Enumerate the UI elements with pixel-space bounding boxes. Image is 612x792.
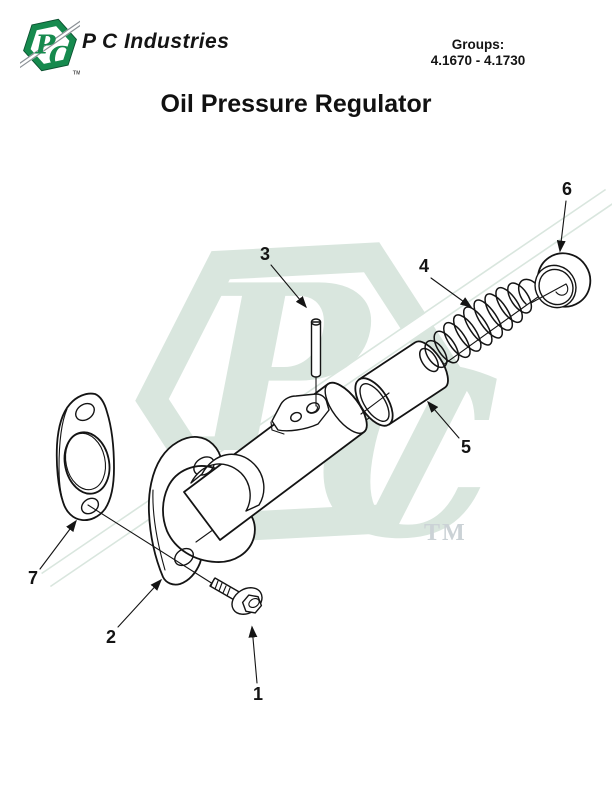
company-logo: P C TM bbox=[20, 15, 80, 75]
logo-letter-p: P bbox=[35, 29, 57, 60]
coil bbox=[424, 339, 448, 369]
callout-4: 4 bbox=[419, 256, 473, 308]
callout-label-4: 4 bbox=[419, 256, 429, 276]
plunger-face-centerline bbox=[360, 392, 390, 415]
bolt-threads bbox=[210, 578, 231, 597]
callout-arrow-2 bbox=[117, 578, 163, 628]
groups-block: Groups: 4.1670 - 4.1730 bbox=[398, 37, 558, 69]
spring-end-hook bbox=[517, 278, 537, 305]
callout-2: 2 bbox=[106, 578, 163, 647]
callout-arrow-3 bbox=[270, 264, 307, 309]
groups-value: 4.1670 - 4.1730 bbox=[430, 53, 526, 68]
thread bbox=[210, 578, 215, 587]
pin-top-face bbox=[310, 318, 322, 326]
thread bbox=[214, 580, 219, 590]
callout-label-3: 3 bbox=[260, 244, 270, 264]
watermark-stripe-edge-top bbox=[41, 188, 607, 575]
callout-label-2: 2 bbox=[106, 627, 116, 647]
coil bbox=[433, 330, 460, 364]
part-body bbox=[87, 283, 557, 586]
gasket-bottom-hole bbox=[80, 497, 100, 515]
callout-7: 7 bbox=[28, 519, 77, 588]
logo-stripe-core bbox=[20, 20, 80, 69]
cap-center-curl bbox=[555, 283, 569, 296]
gasket-thickness-edge bbox=[58, 408, 68, 512]
callout-arrow-4 bbox=[430, 277, 473, 308]
logo-stripe bbox=[20, 20, 80, 69]
body-cylinder-end-cap bbox=[324, 382, 368, 434]
logo-stripe-edge-top bbox=[20, 20, 80, 64]
coil bbox=[473, 299, 504, 339]
bolt-axis-centerline bbox=[87, 504, 214, 585]
gasket-outline bbox=[55, 392, 115, 522]
pin-body bbox=[310, 321, 322, 378]
tab-hole-left bbox=[290, 411, 302, 423]
coil bbox=[452, 314, 482, 352]
gasket-top-hole bbox=[75, 402, 95, 422]
callout-arrow-5 bbox=[427, 400, 460, 439]
cap-face-inner-rim bbox=[538, 268, 574, 306]
part-plunger bbox=[354, 340, 449, 427]
page-title: Oil Pressure Regulator bbox=[160, 90, 432, 118]
part-pin bbox=[310, 318, 322, 407]
part-gasket bbox=[55, 392, 115, 522]
part-cap bbox=[530, 252, 592, 309]
coil bbox=[443, 321, 471, 359]
callout-3: 3 bbox=[260, 244, 307, 309]
body-saddle-collar bbox=[190, 453, 265, 512]
coil bbox=[507, 282, 533, 314]
callout-arrow-7 bbox=[39, 519, 77, 570]
cap-face-rim bbox=[534, 264, 577, 309]
coil bbox=[418, 347, 440, 373]
callout-label-5: 5 bbox=[461, 437, 471, 457]
cap-centerline bbox=[530, 283, 567, 304]
callout-label-7: 7 bbox=[28, 568, 38, 588]
part-bolt bbox=[209, 577, 263, 615]
bolt-hex-head bbox=[241, 594, 263, 614]
gasket-center-opening bbox=[63, 431, 111, 495]
callout-5: 5 bbox=[427, 400, 471, 457]
coil bbox=[495, 286, 523, 324]
callout-arrow-1 bbox=[248, 625, 258, 684]
coil bbox=[484, 293, 514, 331]
logo-trademark: TM bbox=[73, 70, 80, 75]
flange-bottom-hole bbox=[174, 547, 194, 567]
company-logo-svg: P C TM bbox=[20, 18, 80, 75]
gasket-center-opening-inner bbox=[64, 432, 107, 491]
logo-stripe-edge-bottom bbox=[20, 24, 80, 69]
company-name: P C Industries bbox=[82, 30, 230, 53]
plunger-open-face bbox=[354, 377, 394, 427]
tab-hole-right bbox=[306, 402, 320, 414]
thread bbox=[222, 585, 227, 594]
logo-letter-c: C bbox=[49, 41, 70, 72]
thread bbox=[218, 582, 223, 592]
callout-6: 6 bbox=[556, 179, 572, 253]
body-top-tab-thickness bbox=[270, 421, 285, 435]
part-spring bbox=[418, 278, 537, 373]
callout-label-1: 1 bbox=[253, 684, 263, 704]
tab-hole-counterbore bbox=[307, 405, 318, 414]
callout-label-6: 6 bbox=[562, 179, 572, 199]
groups-label: Groups: bbox=[451, 37, 505, 52]
callout-arrow-6 bbox=[556, 200, 567, 253]
bolt-head-top bbox=[248, 597, 260, 609]
callouts: 1 2 3 4 5 6 7 bbox=[28, 179, 572, 704]
watermark-trademark: TM bbox=[424, 520, 467, 546]
callout-1: 1 bbox=[248, 625, 263, 704]
body-flange-thickness bbox=[152, 489, 166, 571]
thread bbox=[226, 587, 231, 597]
